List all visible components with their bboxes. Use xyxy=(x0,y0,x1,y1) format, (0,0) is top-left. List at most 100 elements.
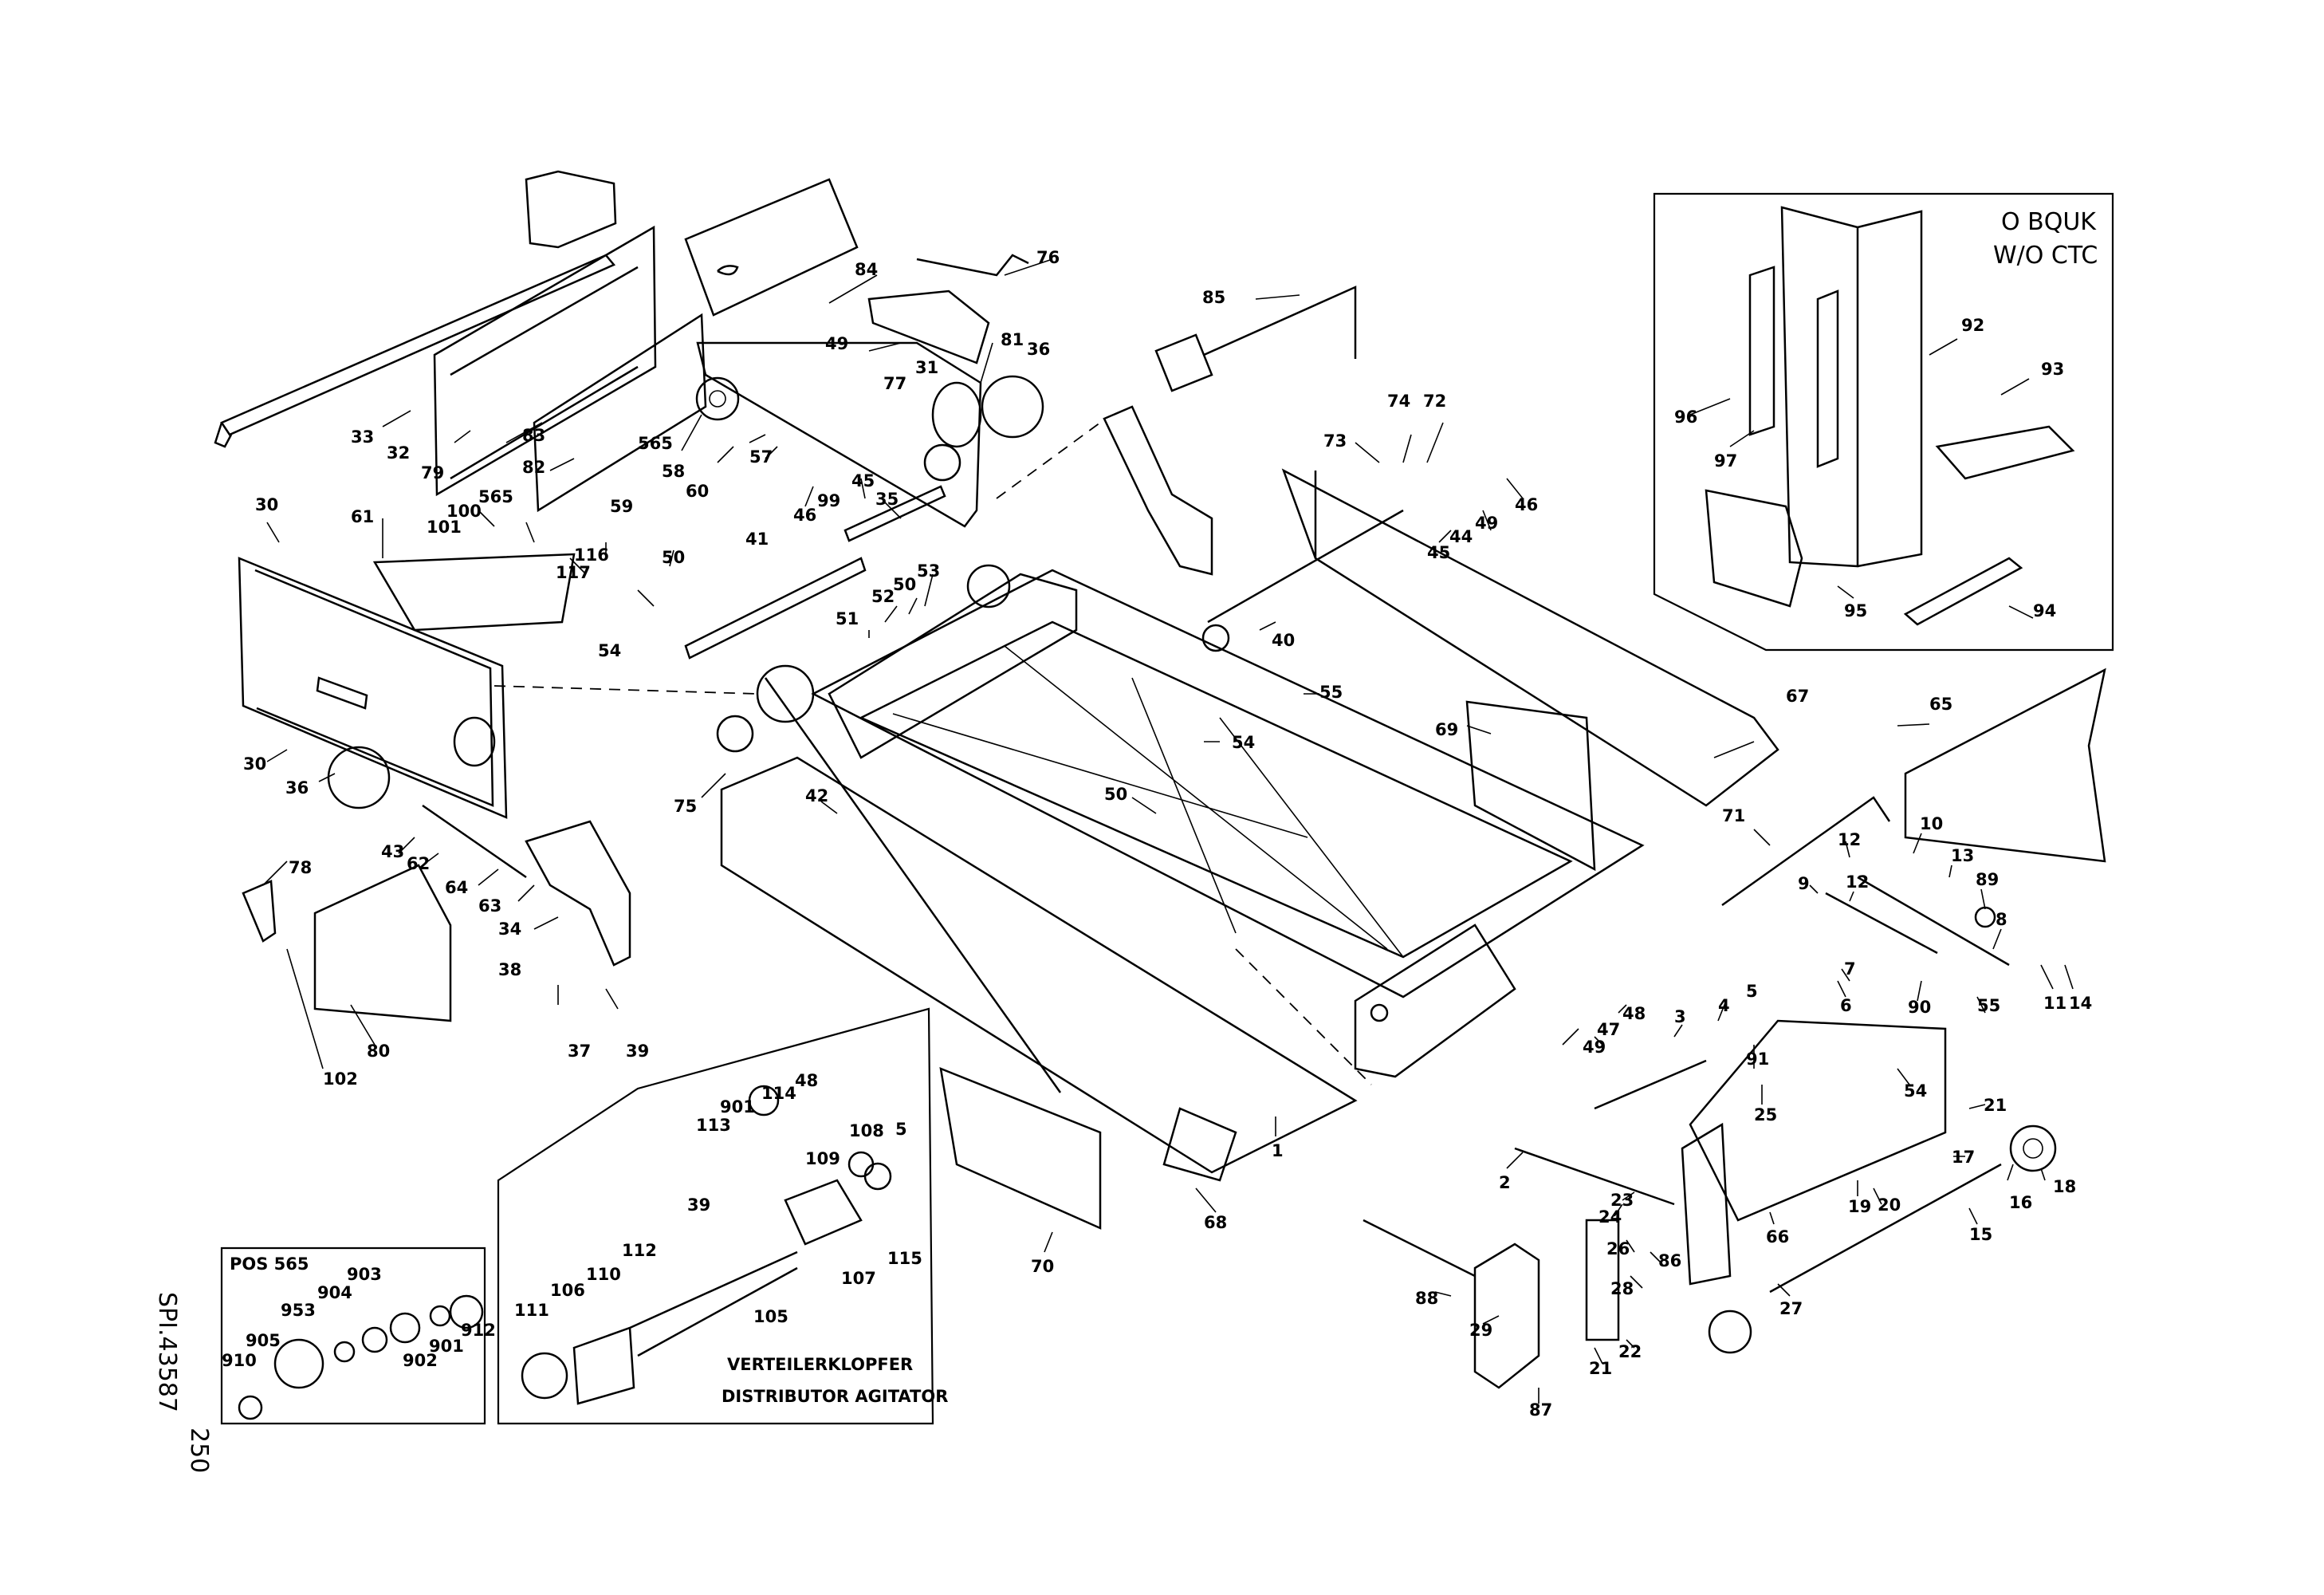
trough-1 xyxy=(720,756,1358,1174)
callout-40: 40 xyxy=(1272,631,1295,650)
callout-99: 99 xyxy=(817,491,840,510)
callout-4: 4 xyxy=(1718,996,1730,1015)
callout-49: 49 xyxy=(825,334,848,353)
callout-9: 9 xyxy=(1798,874,1810,893)
callout-36b: 36 xyxy=(285,778,309,798)
dashed-guides xyxy=(494,422,1372,1085)
callout-100: 100 xyxy=(446,502,482,521)
callout-50a: 50 xyxy=(662,548,685,567)
callout-565a: 565 xyxy=(638,434,673,453)
pos565-title: POS 565 xyxy=(230,1254,309,1274)
callout-110: 110 xyxy=(586,1265,621,1284)
callout-76: 76 xyxy=(1036,248,1060,267)
callout-115: 115 xyxy=(887,1249,922,1268)
shaft-2 xyxy=(1514,1147,1675,1206)
inset-pos565-parts xyxy=(238,1294,484,1420)
end-wall-30 xyxy=(238,557,508,819)
callout-101: 101 xyxy=(427,518,462,537)
page-number: 250 xyxy=(185,1428,213,1473)
callout-86: 86 xyxy=(1658,1251,1681,1270)
callout-84: 84 xyxy=(855,260,878,279)
callout-21b: 21 xyxy=(1589,1359,1612,1378)
callout-114: 114 xyxy=(761,1084,796,1103)
rod-64 xyxy=(422,804,527,879)
callout-69: 69 xyxy=(1435,720,1458,739)
bolt-88 xyxy=(1363,1219,1476,1278)
callout-17: 17 xyxy=(1952,1148,1975,1167)
chain-drive xyxy=(1585,1219,1620,1341)
hopper-side-panel-left xyxy=(828,573,1078,759)
callout-46b: 46 xyxy=(1515,495,1538,514)
disk-36-left xyxy=(327,746,391,809)
callout-82: 82 xyxy=(522,458,545,477)
callout-102: 102 xyxy=(323,1069,358,1089)
callout-20: 20 xyxy=(1878,1195,1901,1215)
callout-901a: 901 xyxy=(720,1097,755,1116)
callout-50c: 50 xyxy=(1104,785,1127,804)
callout-2: 2 xyxy=(1499,1173,1511,1192)
callout-905: 905 xyxy=(246,1331,281,1350)
plate-80 xyxy=(313,864,452,1022)
bquk-title-line2: W/O CTC xyxy=(1993,242,2098,270)
agitator-caption-de: VERTEILERKLOPFER xyxy=(727,1355,913,1374)
gear-89 xyxy=(1974,906,1996,928)
inset-bquk-frame xyxy=(1653,192,2114,652)
callout-57: 57 xyxy=(749,447,773,467)
bracket-34 xyxy=(525,820,631,967)
leader-lines xyxy=(262,258,2074,1404)
shaft-9 xyxy=(1825,892,1938,955)
callout-912: 912 xyxy=(461,1321,496,1340)
callout-8: 8 xyxy=(1996,910,2007,929)
inset-pos565-frame xyxy=(220,1246,486,1425)
callout-117: 117 xyxy=(556,563,591,582)
callout-3: 3 xyxy=(1674,1007,1686,1026)
callout-49c: 49 xyxy=(1583,1038,1606,1057)
part-geometry xyxy=(214,170,2114,1425)
callout-29: 29 xyxy=(1469,1321,1492,1340)
callout-54b: 54 xyxy=(1232,733,1255,752)
agitator-caption-en: DISTRIBUTOR AGITATOR xyxy=(722,1387,948,1406)
callout-58: 58 xyxy=(662,462,685,481)
callout-12b: 12 xyxy=(1846,872,1869,892)
callout-5b: 5 xyxy=(895,1120,907,1139)
callout-64: 64 xyxy=(445,878,468,897)
callout-73: 73 xyxy=(1323,431,1347,451)
callout-45a: 45 xyxy=(851,471,875,490)
hopper-nose xyxy=(1354,924,1516,1078)
callout-23: 23 xyxy=(1610,1191,1634,1210)
callout-93: 93 xyxy=(2041,360,2064,379)
rod-71 xyxy=(1721,796,1891,907)
callout-902: 902 xyxy=(403,1351,438,1370)
callout-30b: 30 xyxy=(243,754,266,774)
shaft-15 xyxy=(1769,1163,2002,1294)
callout-25: 25 xyxy=(1754,1105,1777,1124)
callout-83: 83 xyxy=(522,426,545,445)
callout-1: 1 xyxy=(1272,1141,1284,1160)
callout-50b: 50 xyxy=(893,575,916,594)
callout-24: 24 xyxy=(1598,1207,1622,1227)
callout-37: 37 xyxy=(568,1042,591,1061)
panel-65 xyxy=(1904,668,2106,863)
bquk-title-line1: O BQUK xyxy=(2001,208,2097,236)
callout-108: 108 xyxy=(849,1121,884,1140)
callout-60: 60 xyxy=(686,482,709,501)
callout-11: 11 xyxy=(2043,994,2066,1013)
callout-14: 14 xyxy=(2069,994,2092,1013)
callout-565b: 565 xyxy=(478,487,513,506)
callout-42: 42 xyxy=(805,786,828,805)
callout-70: 70 xyxy=(1031,1257,1054,1276)
callout-62: 62 xyxy=(407,854,430,873)
callout-38: 38 xyxy=(498,960,521,979)
hub-565 xyxy=(695,376,740,421)
bracket-78 xyxy=(242,880,277,943)
callout-74: 74 xyxy=(1387,392,1410,411)
callout-33: 33 xyxy=(351,427,374,447)
hopper-bracing xyxy=(892,645,1404,958)
callout-904: 904 xyxy=(317,1283,352,1302)
bracket-81 xyxy=(867,254,1029,364)
callout-61: 61 xyxy=(351,507,374,526)
callout-55a: 55 xyxy=(1319,683,1343,702)
callout-78: 78 xyxy=(289,858,312,877)
callout-19: 19 xyxy=(1848,1197,1871,1216)
callout-903: 903 xyxy=(347,1265,382,1284)
